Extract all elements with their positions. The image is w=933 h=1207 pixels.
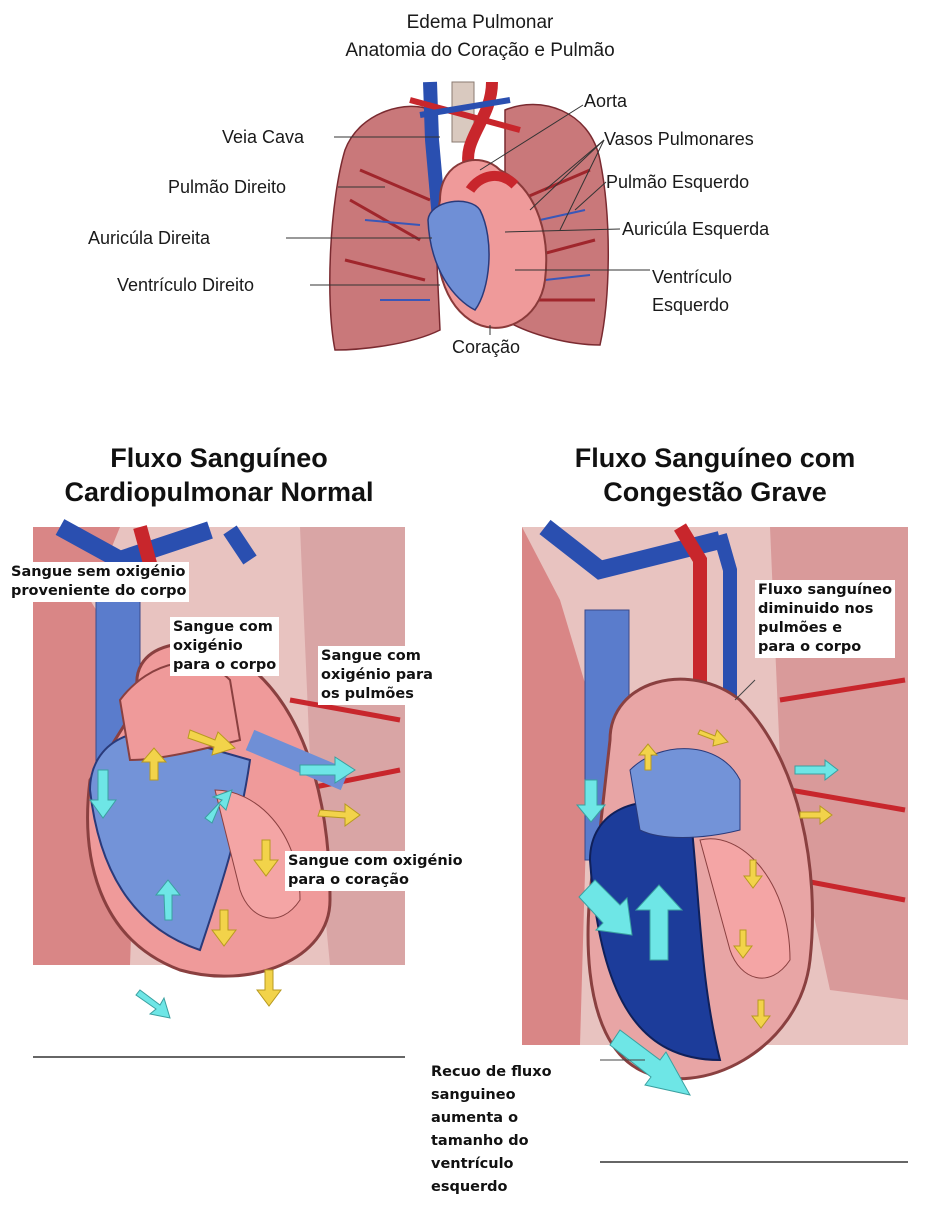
label-auricula-direita: Auricúla Direita [88,227,210,249]
label-coracao: Coração [452,336,520,358]
label-veia-cava: Veia Cava [222,126,304,148]
note-line: esquerdo [431,1176,552,1199]
note-line: para o corpo [173,656,276,675]
note-line: sanguineo [431,1084,552,1107]
note-oxigenio-pulmoes: Sangue com oxigénio para os pulmões [318,646,436,705]
label-vasos-pulmonares: Vasos Pulmonares [604,128,754,150]
left-title-line2: Cardiopulmonar Normal [13,476,425,509]
label-ventriculo-esquerdo-line2: Esquerdo [652,294,729,316]
right-title-line2: Congestão Grave [520,476,910,509]
note-line: pulmões e [758,619,892,638]
note-line: para o coração [288,871,463,890]
note-line: Recuo de fluxo [431,1061,552,1084]
label-ventriculo-esquerdo-line1: Ventrículo [652,266,732,288]
label-auricula-esquerda: Auricúla Esquerda [622,218,769,240]
note-line: aumenta o [431,1107,552,1130]
label-aorta: Aorta [584,90,627,112]
note-oxigenio-corpo: Sangue com oxigénio para o corpo [170,617,279,676]
note-line: oxigénio [173,637,276,656]
note-line: Sangue com [321,647,433,666]
label-pulmao-direito: Pulmão Direito [168,176,286,198]
note-sem-oxigenio: Sangue sem oxigénio proveniente do corpo [8,562,189,602]
note-line: os pulmões [321,685,433,704]
note-line: Sangue sem oxigénio [11,563,186,582]
note-recuo-fluxo: Recuo de fluxo sanguineo aumenta o taman… [428,1060,555,1200]
note-oxigenio-coracao: Sangue com oxigénio para o coração [285,851,466,891]
note-line: Sangue com [173,618,276,637]
note-line: ventrículo [431,1153,552,1176]
note-line: Fluxo sanguíneo [758,581,892,600]
label-ventriculo-direito: Ventrículo Direito [117,274,254,296]
note-line: diminuido nos [758,600,892,619]
left-title-line1: Fluxo Sanguíneo [33,442,405,475]
note-line: proveniente do corpo [11,582,186,601]
note-fluxo-diminuido: Fluxo sanguíneo diminuido nos pulmões e … [755,580,895,658]
note-line: oxigénio para [321,666,433,685]
note-line: para o corpo [758,638,892,657]
note-line: Sangue com oxigénio [288,852,463,871]
right-title-line1: Fluxo Sanguíneo com [520,442,910,475]
label-pulmao-esquerdo: Pulmão Esquerdo [606,171,749,193]
note-line: tamanho do [431,1130,552,1153]
